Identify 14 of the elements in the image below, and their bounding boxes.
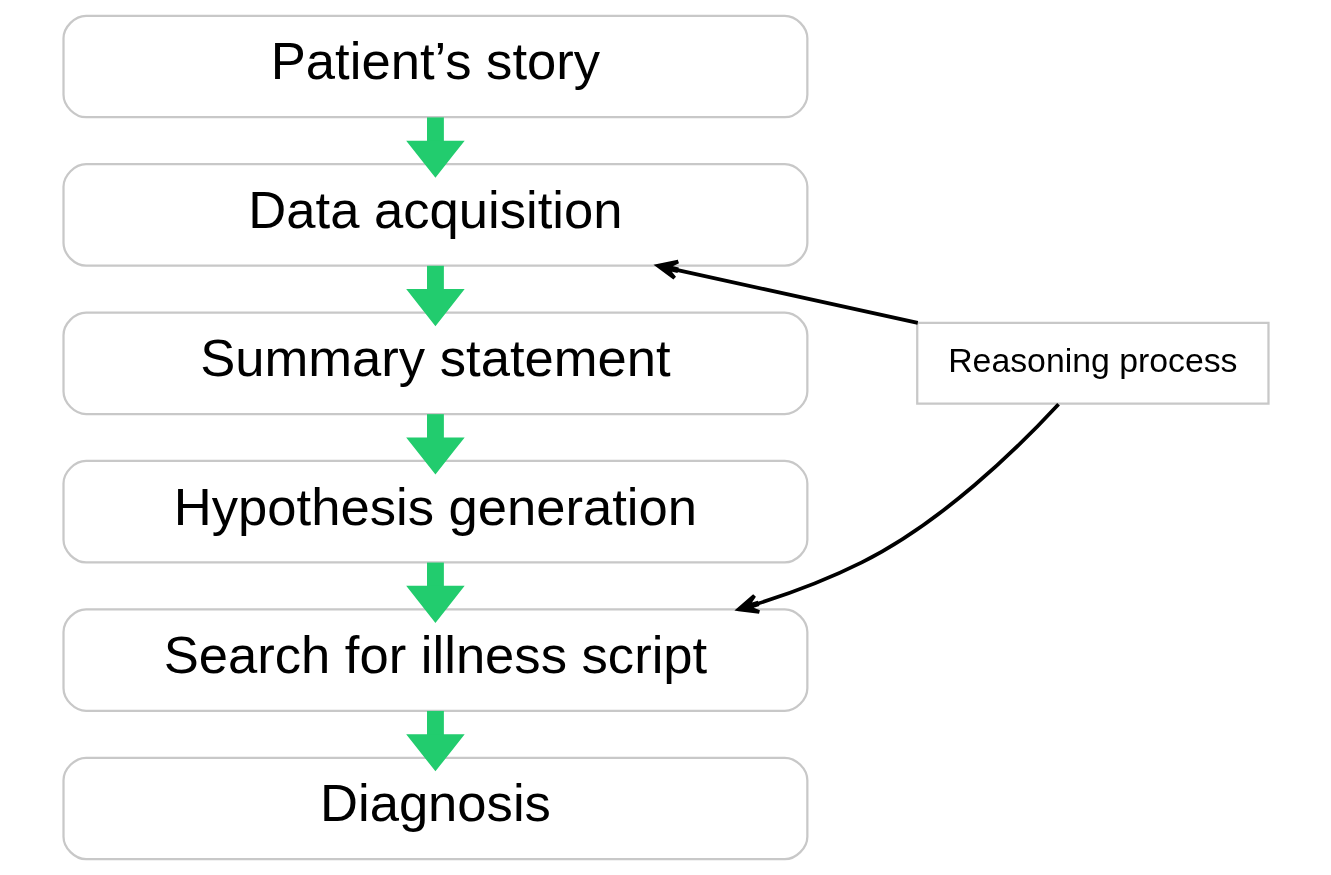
arrow bbox=[405, 562, 465, 623]
node-box: Data acquisition bbox=[61, 163, 808, 267]
arrow bbox=[405, 117, 465, 178]
arrow bbox=[405, 265, 465, 327]
arrow bbox=[655, 259, 918, 325]
arrow bbox=[736, 402, 1060, 614]
arrow bbox=[405, 414, 465, 475]
arrow bbox=[405, 710, 465, 772]
node-box: Diagnosis bbox=[61, 756, 808, 861]
node-box: Hypothesis generation bbox=[61, 459, 808, 564]
node-box: Reasoning process bbox=[915, 321, 1270, 405]
node-box: Summary statement bbox=[61, 311, 808, 416]
node-box: Patient’s story bbox=[61, 14, 808, 119]
node-box: Search for illness script bbox=[61, 608, 808, 712]
